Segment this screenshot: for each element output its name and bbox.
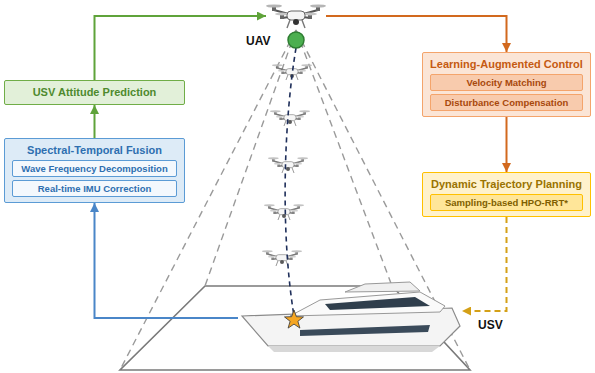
yacht-windows [325,297,430,310]
landing-star [285,310,304,328]
drone-icon [270,110,310,126]
box-label: Dynamic Trajectory Planning [430,177,583,191]
descent-path [285,48,296,316]
descending-drones [262,64,312,266]
view-line [205,30,296,286]
yacht-waterline [268,346,440,352]
box-label: Real-time IMU Correction [21,182,168,195]
box-label: Velocity Matching [439,76,574,89]
drone-icon [264,204,304,220]
sub-box: Sampling-based HPO-RRT* [430,194,583,211]
connector [506,117,508,172]
connector [94,105,96,138]
vehicle-label: UAV [246,34,270,48]
box-label: Spectral-Temporal Fusion [12,143,177,157]
view-line [296,30,392,286]
yacht-top [345,282,420,292]
process-box: Dynamic Trajectory PlanningSampling-base… [422,172,591,217]
connector [462,217,507,311]
sub-box: Wave Frequency Decomposition [12,160,177,177]
drone-icon [268,157,308,173]
box-label: Disturbance Compensation [439,96,574,109]
connector [326,16,507,52]
sub-box: Velocity Matching [430,74,583,91]
box-label: Wave Frequency Decomposition [21,162,168,175]
process-box: USV Attitude Prediction [4,80,185,105]
uav-drone [266,4,326,28]
uav-marker [288,32,304,48]
process-box: Spectral-Temporal FusionWave Frequency D… [4,138,185,203]
connector [95,203,239,318]
view-trapezoid [120,286,470,370]
yacht [242,282,460,352]
yacht-stripe [300,325,430,336]
usv-node: USV [238,283,462,355]
box-label: Sampling-based HPO-RRT* [439,196,574,209]
vehicle-label: USV [478,318,503,332]
sub-box: Disturbance Compensation [430,94,583,111]
yacht-cabin [290,292,445,316]
connector [95,16,267,80]
sub-box: Real-time IMU Correction [12,180,177,197]
box-label: Learning-Augmented Control [430,57,583,71]
box-label: USV Attitude Prediction [12,85,177,99]
uav-node: UAV [266,1,326,31]
drone-icon [262,250,302,266]
process-box: Learning-Augmented ControlVelocity Match… [422,52,591,117]
